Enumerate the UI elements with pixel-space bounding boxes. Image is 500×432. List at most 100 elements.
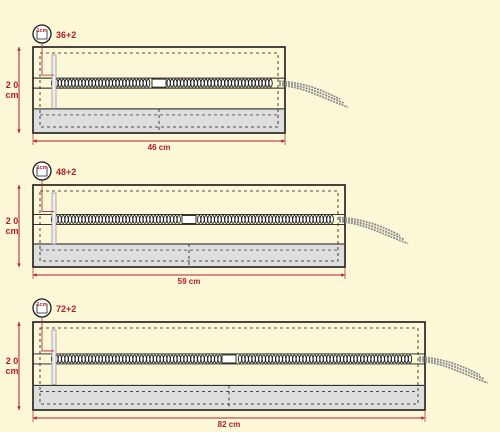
stitch-loop [282, 354, 287, 364]
stitch-loop [224, 214, 229, 224]
cord-toggle [181, 214, 197, 224]
stitch-loop [176, 78, 181, 88]
width-dimension [33, 273, 345, 277]
stitch-loops [50, 354, 413, 364]
stitch-loop [95, 78, 100, 88]
stitch-loop [353, 354, 358, 364]
stitch-loop [61, 354, 66, 364]
stitch-loop [217, 78, 222, 88]
stitch-count-label: 48+2 [56, 167, 76, 177]
arrowhead [33, 416, 37, 420]
stitch-loop [288, 354, 294, 364]
stitch-loop [118, 354, 124, 364]
cord-toggle [221, 354, 237, 364]
stitch-loop [350, 354, 355, 364]
height-label-unit: cm [5, 226, 18, 236]
cord-strand [418, 360, 489, 384]
stitch-loop [129, 354, 134, 364]
stitch-loop [299, 214, 304, 224]
stitch-loop [254, 214, 260, 224]
stitch-loop [336, 354, 341, 364]
stitch-loop [244, 354, 249, 364]
stitch-loop [101, 78, 107, 88]
stitch-loop [302, 214, 307, 224]
stitch-loop [285, 354, 290, 364]
stitch-loop [380, 354, 385, 364]
stitch-loop [367, 354, 372, 364]
stitch-loop [224, 78, 229, 88]
stitch-loop [231, 214, 236, 224]
stitch-loop [84, 214, 90, 224]
stitch-loop [146, 354, 151, 364]
stitch-loop [227, 214, 232, 224]
stitch-loops [50, 78, 273, 88]
stitch-loop [241, 78, 246, 88]
stitch-loop [261, 354, 266, 364]
stitch-loop [251, 354, 256, 364]
stitch-loop [316, 354, 321, 364]
cord-strand [278, 82, 345, 104]
panel-outline [32, 184, 346, 268]
stitch-loop [67, 354, 73, 364]
stitch-loop [78, 214, 83, 224]
stitch-loop [139, 354, 144, 364]
stitch-loop [309, 354, 314, 364]
stitch-loop [275, 354, 280, 364]
stitch-loop [139, 78, 144, 88]
stitch-loop [404, 354, 409, 364]
stitch-loop [210, 354, 215, 364]
stitch-loop [98, 354, 103, 364]
stitch-loop [91, 78, 96, 88]
stitch-loop [180, 354, 185, 364]
stitch-loop [98, 214, 103, 224]
stitch-loop [88, 214, 93, 224]
stitch-loop [108, 78, 113, 88]
stitch-loop [67, 214, 73, 224]
gauge-leader-line [41, 180, 54, 212]
stitch-loop [61, 214, 66, 224]
stitch-loop [305, 354, 311, 364]
stitch-loop [146, 214, 151, 224]
stitch-loop [207, 354, 212, 364]
drawstring-cords [418, 356, 489, 384]
stitch-loop [176, 354, 181, 364]
stitch-loop [258, 354, 263, 364]
stitch-loop [84, 78, 90, 88]
stitch-loop [295, 214, 300, 224]
stitch-loop [237, 78, 243, 88]
stitch-loop [356, 354, 362, 364]
stitch-loop [329, 214, 334, 224]
stitch-loop [326, 214, 331, 224]
stitch-loop [319, 354, 324, 364]
stitch-loop [407, 354, 413, 364]
stitch-loop [149, 214, 154, 224]
stitch-loop [115, 354, 120, 364]
stitch-loop [387, 354, 392, 364]
stitch-loop [370, 354, 375, 364]
gauge-label: 1cm [36, 302, 47, 308]
stitch-loop [214, 78, 219, 88]
stitch-gauge-icon: 1cm [32, 298, 52, 318]
stitch-loop [282, 214, 287, 224]
lower-band [34, 244, 344, 266]
stitch-loop [173, 354, 178, 364]
stitch-loop [210, 214, 215, 224]
stitch-loop [322, 214, 328, 224]
stitch-loop [91, 354, 96, 364]
stitch-loop [146, 78, 151, 88]
stitch-loop [71, 354, 76, 364]
stitch-loop [248, 78, 253, 88]
height-label-number: 2 0 [6, 216, 19, 226]
stitch-loop [91, 214, 96, 224]
stitch-loop [203, 354, 209, 364]
cord-strand [278, 84, 349, 108]
stitch-loop [268, 78, 273, 88]
height-dimension [17, 47, 21, 133]
gauge-marker [51, 192, 57, 245]
stitch-loop [88, 354, 93, 364]
stitch-loop [292, 214, 297, 224]
stitch-loop [95, 354, 100, 364]
stitch-loop [258, 214, 263, 224]
